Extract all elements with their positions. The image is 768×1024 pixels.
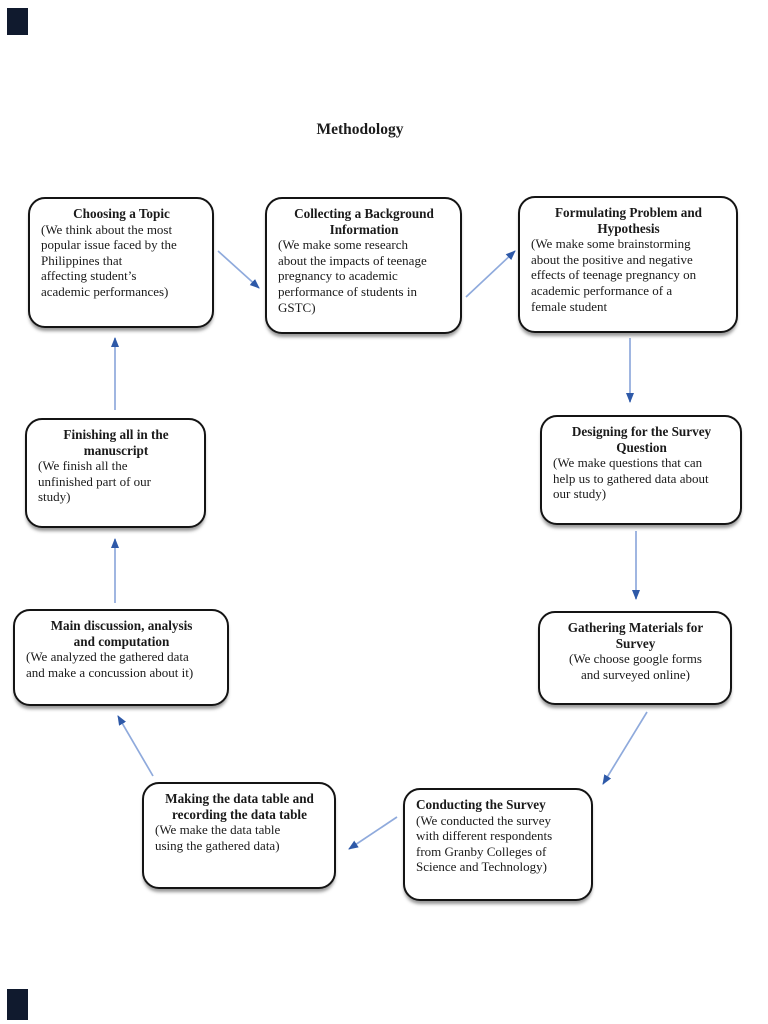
flow-node-gathering-materials: Gathering Materials for Survey (We choos…: [538, 611, 732, 705]
node-body: (We make some research about the impacts…: [278, 237, 427, 315]
node-body: (We make the data table using the gather…: [155, 822, 281, 853]
arrow-conducting-to-making: [348, 816, 398, 850]
arrow-gathering-to-conducting: [602, 711, 648, 785]
flow-node-main-discussion: Main discussion, analysis and computatio…: [13, 609, 229, 706]
node-title: Collecting a Background Information: [294, 206, 434, 237]
node-body: (We think about the most popular issue f…: [41, 221, 177, 299]
scan-artifact-bottom-left: [7, 989, 28, 1020]
flow-node-collecting-background: Collecting a Background Information (We …: [265, 197, 462, 334]
arrow-collecting-to-formulating: [465, 250, 516, 298]
flow-node-finishing-manuscript: Finishing all in the manuscript (We fini…: [25, 418, 206, 528]
node-body: (We finish all the unfinished part of ou…: [38, 458, 152, 505]
node-body: (We choose google forms and surveyed onl…: [569, 651, 702, 682]
flow-node-choosing-topic: Choosing a Topic (We think about the mos…: [28, 197, 214, 328]
node-title: Choosing a Topic: [73, 206, 170, 221]
node-title: Designing for the Survey Question: [571, 424, 712, 455]
node-title: Finishing all in the manuscript: [63, 427, 169, 458]
node-body: (We make questions that can help us to g…: [553, 455, 709, 502]
node-title: Gathering Materials for Survey: [567, 620, 704, 651]
node-body: (We analyzed the gathered data and make …: [26, 649, 194, 680]
flow-node-designing-survey-question: Designing for the Survey Question (We ma…: [540, 415, 742, 525]
node-title: Main discussion, analysis and computatio…: [50, 618, 193, 649]
node-title: Making the data table and recording the …: [165, 791, 314, 822]
node-body: (We make some brainstorming about the po…: [531, 236, 697, 314]
scan-artifact-top-left: [7, 8, 28, 35]
flow-node-formulating-problem: Formulating Problem and Hypothesis (We m…: [518, 196, 738, 333]
page-title: Methodology: [316, 121, 404, 138]
arrow-making-to-maindisc: [117, 715, 154, 777]
node-title: Formulating Problem and Hypothesis: [554, 205, 703, 236]
node-title: Conducting the Survey: [416, 797, 546, 812]
flow-node-conducting-survey: Conducting the Survey (We conducted the …: [403, 788, 593, 901]
arrow-choosing-to-collecting: [217, 250, 260, 289]
flow-node-making-data-table: Making the data table and recording the …: [142, 782, 336, 889]
node-body: (We conducted the survey with different …: [416, 812, 553, 875]
